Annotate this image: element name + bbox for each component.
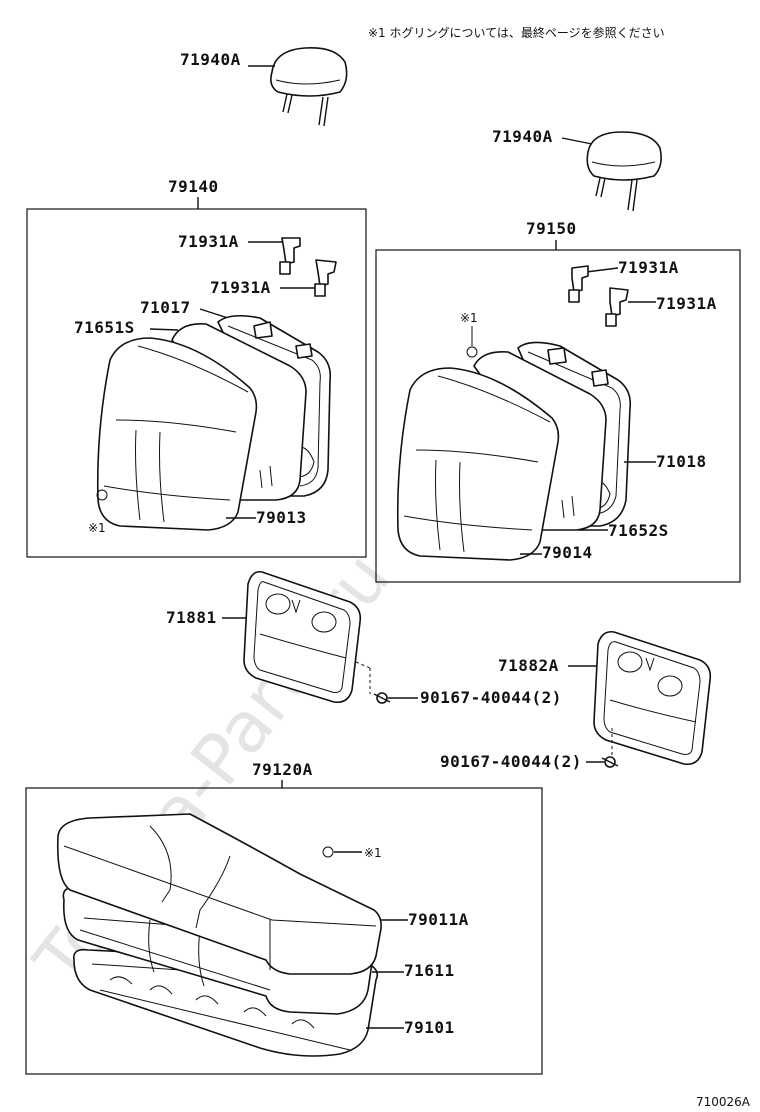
label-cover-right: 79014 (542, 543, 593, 562)
label-hinge-left: 71881 (166, 608, 217, 627)
headrest-support-l2[interactable] (314, 259, 337, 297)
bolt-right[interactable] (601, 756, 619, 768)
bolt-left[interactable] (373, 692, 391, 704)
headrest-left[interactable] (270, 46, 348, 127)
label-support-r1: 71931A (618, 258, 679, 277)
headrest-support-r1[interactable] (568, 265, 589, 303)
assy-right-box (375, 249, 741, 583)
seatback-cover-right[interactable] (396, 367, 560, 561)
hinge-cover-left[interactable] (243, 570, 362, 704)
hog-ring-note: ※1 ホグリングについては、最終ページを参照ください (368, 25, 665, 40)
label-headrest-right: 71940A (492, 127, 553, 146)
label-headrest-left: 71940A (180, 50, 241, 69)
label-cushion-frame: 79101 (404, 1018, 455, 1037)
cushion-cover[interactable] (56, 813, 382, 975)
label-support-l1: 71931A (178, 232, 239, 251)
label-support-l2: 71931A (210, 278, 271, 297)
headrest-right[interactable] (586, 131, 662, 212)
label-frame-left: 71017 (140, 298, 191, 317)
label-cushion-assy: 79120A (252, 760, 313, 779)
label-spring-right: 71652S (608, 521, 669, 540)
ref-mark-left: ※1 (88, 521, 106, 535)
label-spring-left: 71651S (74, 318, 135, 337)
assy-left-box (26, 208, 367, 558)
ref-mark-right: ※1 (460, 311, 478, 325)
ref-mark-cushion: ※1 (364, 846, 382, 860)
label-bolt-right: 90167-40044(2) (440, 752, 582, 771)
label-cushion-pad: 71611 (404, 961, 455, 980)
headrest-support-l1[interactable] (279, 237, 301, 275)
label-assy-left: 79140 (168, 177, 219, 196)
label-cover-left: 79013 (256, 508, 307, 527)
hinge-cover-right[interactable] (593, 630, 712, 766)
label-bolt-left: 90167-40044(2) (420, 688, 562, 707)
label-assy-right: 79150 (526, 219, 577, 238)
seatback-cover-left[interactable] (96, 337, 258, 531)
cushion-assy-box (25, 787, 543, 1075)
label-hinge-right: 71882A (498, 656, 559, 675)
label-frame-right: 71018 (656, 452, 707, 471)
label-cushion-cover: 79011A (408, 910, 469, 929)
label-support-r2: 71931A (656, 294, 717, 313)
headrest-support-r2[interactable] (605, 287, 629, 327)
figure-id: 710026A (696, 1095, 751, 1109)
